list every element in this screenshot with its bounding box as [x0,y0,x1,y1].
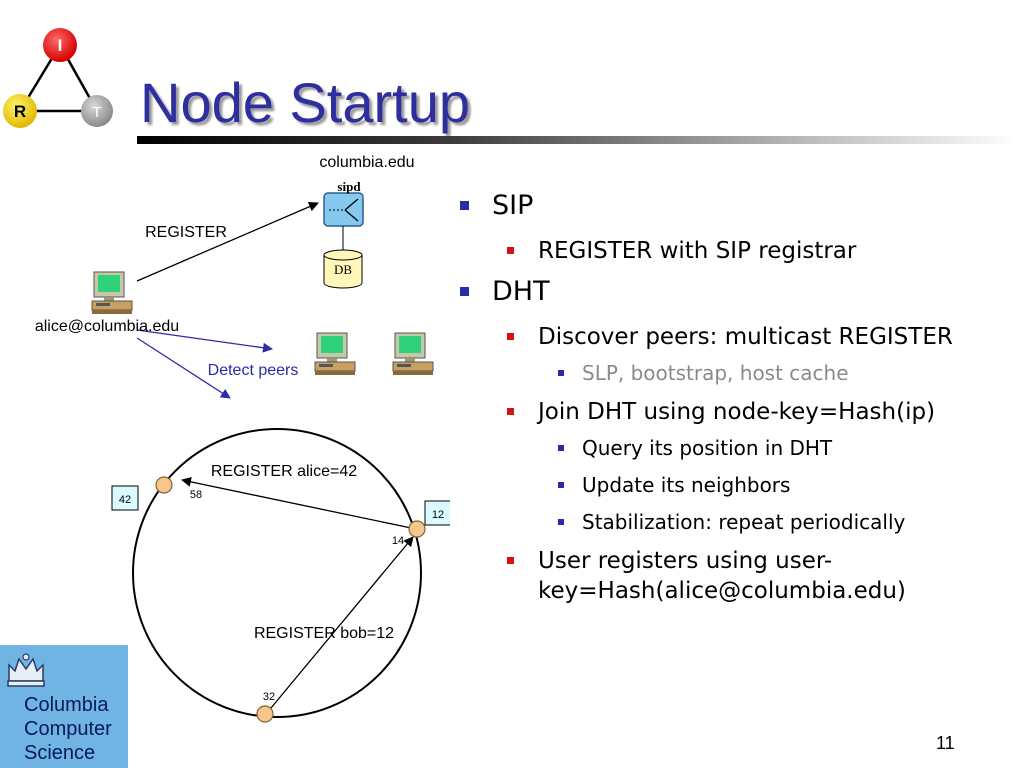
key-box-12 [424,500,450,526]
bullet-marker-icon [507,408,514,415]
node-58-label: 58 [190,489,202,501]
bullet-item: REGISTER with SIP registrar [455,236,1015,266]
irt-logo-i-node [43,28,77,62]
detect-arrow [136,329,273,353]
bullet-text: Discover peers: multicast REGISTER [538,324,953,350]
bullet-list: SIP REGISTER with SIP registrar DHT Disc… [455,188,1015,614]
dht-ring [132,428,422,718]
bullet-marker-icon [558,445,564,451]
key-box-42 [111,485,139,511]
bullet-item: Discover peers: multicast REGISTER [455,322,1015,352]
bullet-marker-icon [507,333,514,340]
bullet-text: User registers using user-key=Hash(alice… [538,548,906,604]
diagram: columbia.edu sipd DB REGISTER alice@colu… [35,154,450,723]
register-label: REGISTER [145,224,227,241]
register-bob-label: REGISTER bob=12 [254,625,394,642]
slide-title: Node Startup [140,71,470,134]
database-icon [323,249,363,289]
bullet-item: SLP, bootstrap, host cache [455,360,1015,387]
irt-logo: I R T [3,28,113,128]
bullet-text: SIP [492,190,534,221]
dht-node-14 [408,520,426,538]
key-42-label: 42 [119,494,131,506]
bullet-text: SLP, bootstrap, host cache [582,361,849,385]
bullet-text: Update its neighbors [582,473,791,497]
register-arrow [136,201,319,282]
register-alice-arrow [181,476,417,530]
bullet-text: REGISTER with SIP registrar [538,238,857,264]
peer-computer-icon [392,332,434,376]
bullet-item: Update its neighbors [455,472,1015,499]
columbia-logo: Columbia Computer Science [0,645,128,768]
bullet-text: Query its position in DHT [582,436,833,460]
irt-logo-t-node [81,95,113,127]
bullet-text: Stabilization: repeat periodically [582,510,906,534]
dht-node-32 [256,705,274,723]
server-domain-label: columbia.edu [319,154,414,171]
bullet-text: Join DHT using node-key=Hash(ip) [538,399,936,425]
db-label: DB [334,262,352,277]
irt-logo-r-node [3,94,37,128]
bullet-marker-icon [558,370,564,376]
bullet-item: Query its position in DHT [455,435,1015,462]
alice-computer-icon [91,271,133,315]
irt-logo-i: I [58,36,63,55]
bullet-item: Join DHT using node-key=Hash(ip) [455,397,1015,427]
detect-peers-label: Detect peers [208,362,299,379]
bullet-marker-icon [460,201,469,210]
bullet-marker-icon [507,247,514,254]
node-14-label: 14 [392,535,404,547]
dht-node-58 [155,476,173,494]
register-alice-label: REGISTER alice=42 [211,463,357,480]
bullet-marker-icon [558,482,564,488]
irt-logo-r: R [14,102,26,121]
columbia-logo-text: Columbia Computer Science [24,694,112,764]
user-label: alice@columbia.edu [35,318,179,335]
server-name-label: sipd [337,179,361,194]
bullet-text: DHT [492,276,550,307]
node-32-label: 32 [263,691,275,703]
peer-computer-icon [314,332,356,376]
bullet-item: User registers using user-key=Hash(alice… [455,546,968,606]
bullet-marker-icon [460,287,469,296]
slide-number: 11 [936,733,955,753]
bullet-item: SIP [455,188,1015,224]
detect-arrow [136,337,231,399]
bullet-marker-icon [507,557,514,564]
register-bob-arrow [265,536,414,715]
bullet-item: Stabilization: repeat periodically [455,509,1015,536]
title-rule [137,136,1019,144]
key-12-label: 12 [432,509,444,521]
bullet-item: DHT [455,274,1015,310]
irt-logo-t: T [92,104,101,121]
bullet-marker-icon [558,519,564,525]
sipd-server-icon [323,192,364,250]
crown-icon [7,653,45,687]
